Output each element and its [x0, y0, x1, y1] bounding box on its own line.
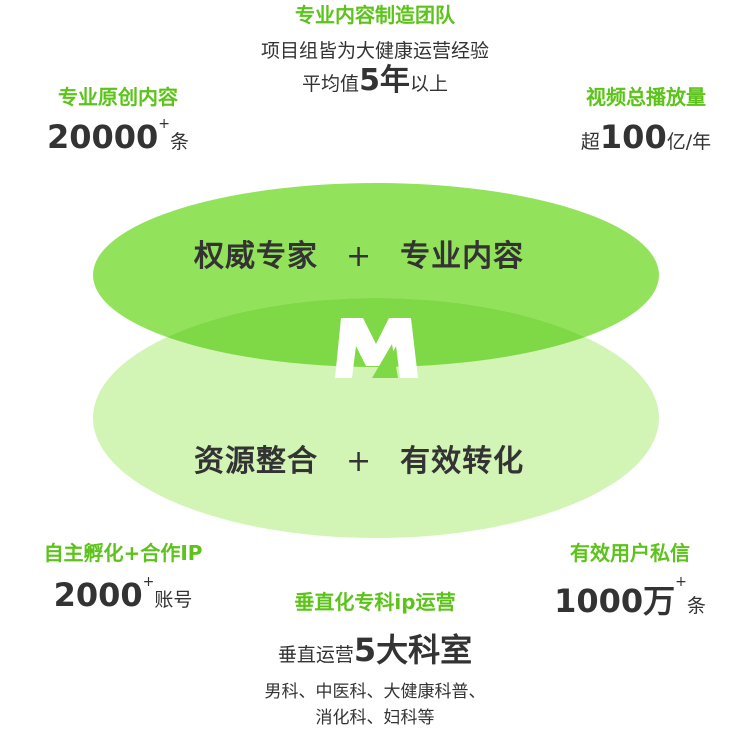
ip-block: 自主孵化+合作IP 2000+账号	[18, 540, 228, 614]
private-messages-unit: 条	[686, 595, 706, 617]
venn-bottom-left: 资源整合	[194, 444, 318, 479]
vertical-ip-departments: 5大科室	[353, 631, 473, 669]
video-plays-value: 100	[599, 118, 667, 156]
private-messages-heading: 有效用户私信	[570, 541, 690, 565]
ip-value-line: 2000+账号	[18, 574, 228, 614]
vertical-ip-line-pre: 垂直运营	[277, 644, 354, 666]
venn-top-left: 权威专家	[194, 239, 318, 274]
venn-top-label: 权威专家 + 专业内容	[194, 231, 524, 275]
team-line1: 项目组皆为大健康运营经验	[260, 40, 489, 62]
team-heading: 专业内容制造团队	[295, 3, 455, 27]
ip-plus: +	[142, 574, 155, 590]
venn-top-plus: +	[346, 239, 373, 274]
team-line2-pre: 平均值	[302, 73, 360, 95]
ip-unit: 账号	[154, 589, 193, 611]
ip-heading: 自主孵化+合作IP	[43, 541, 203, 565]
vertical-ip-block: 垂直化专科ip运营 垂直运营5大科室 男科、中医科、大健康科普、 消化科、妇科等	[200, 589, 550, 731]
venn-bottom-right: 有效转化	[400, 444, 525, 479]
venn-bottom-label: 资源整合 + 有效转化	[194, 436, 524, 480]
video-plays-heading: 视频总播放量	[586, 85, 706, 109]
venn-bottom-plus: +	[346, 444, 373, 479]
original-content-unit: 条	[170, 131, 190, 153]
original-content-value-line: 20000+条	[28, 116, 208, 156]
bottom-ellipse	[93, 298, 659, 538]
private-messages-plus: +	[675, 574, 687, 590]
venn-top-right: 专业内容	[400, 239, 525, 274]
original-content-heading: 专业原创内容	[58, 85, 178, 109]
original-content-plus: +	[158, 116, 171, 132]
department-list-1: 男科、中医科、大健康科普、	[264, 682, 486, 702]
vertical-ip-line: 垂直运营5大科室	[200, 625, 550, 671]
private-messages-value-line: 1000万+ 条	[530, 574, 730, 622]
private-messages-value: 1000万	[554, 582, 676, 620]
video-plays-block: 视频总播放量 超100亿/年	[556, 84, 736, 156]
video-plays-value-line: 超100亿/年	[556, 118, 736, 156]
original-content-block: 专业原创内容 20000+条	[28, 84, 208, 156]
team-line2: 平均值5年以上	[175, 66, 575, 97]
team-block: 专业内容制造团队 项目组皆为大健康运营经验 平均值5年以上	[175, 2, 575, 97]
video-plays-unit: 亿/年	[666, 131, 712, 153]
original-content-value: 20000	[46, 118, 159, 156]
department-list-2: 消化科、妇科等	[315, 708, 435, 728]
ip-value: 2000	[53, 576, 143, 614]
vertical-ip-heading: 垂直化专科ip运营	[294, 590, 456, 614]
private-messages-block: 有效用户私信 1000万+ 条	[530, 540, 730, 622]
team-line2-post: 以上	[409, 73, 448, 95]
brand-m-logo-icon	[335, 318, 418, 378]
team-years: 5年	[359, 63, 410, 98]
video-plays-pre: 超	[580, 131, 600, 153]
